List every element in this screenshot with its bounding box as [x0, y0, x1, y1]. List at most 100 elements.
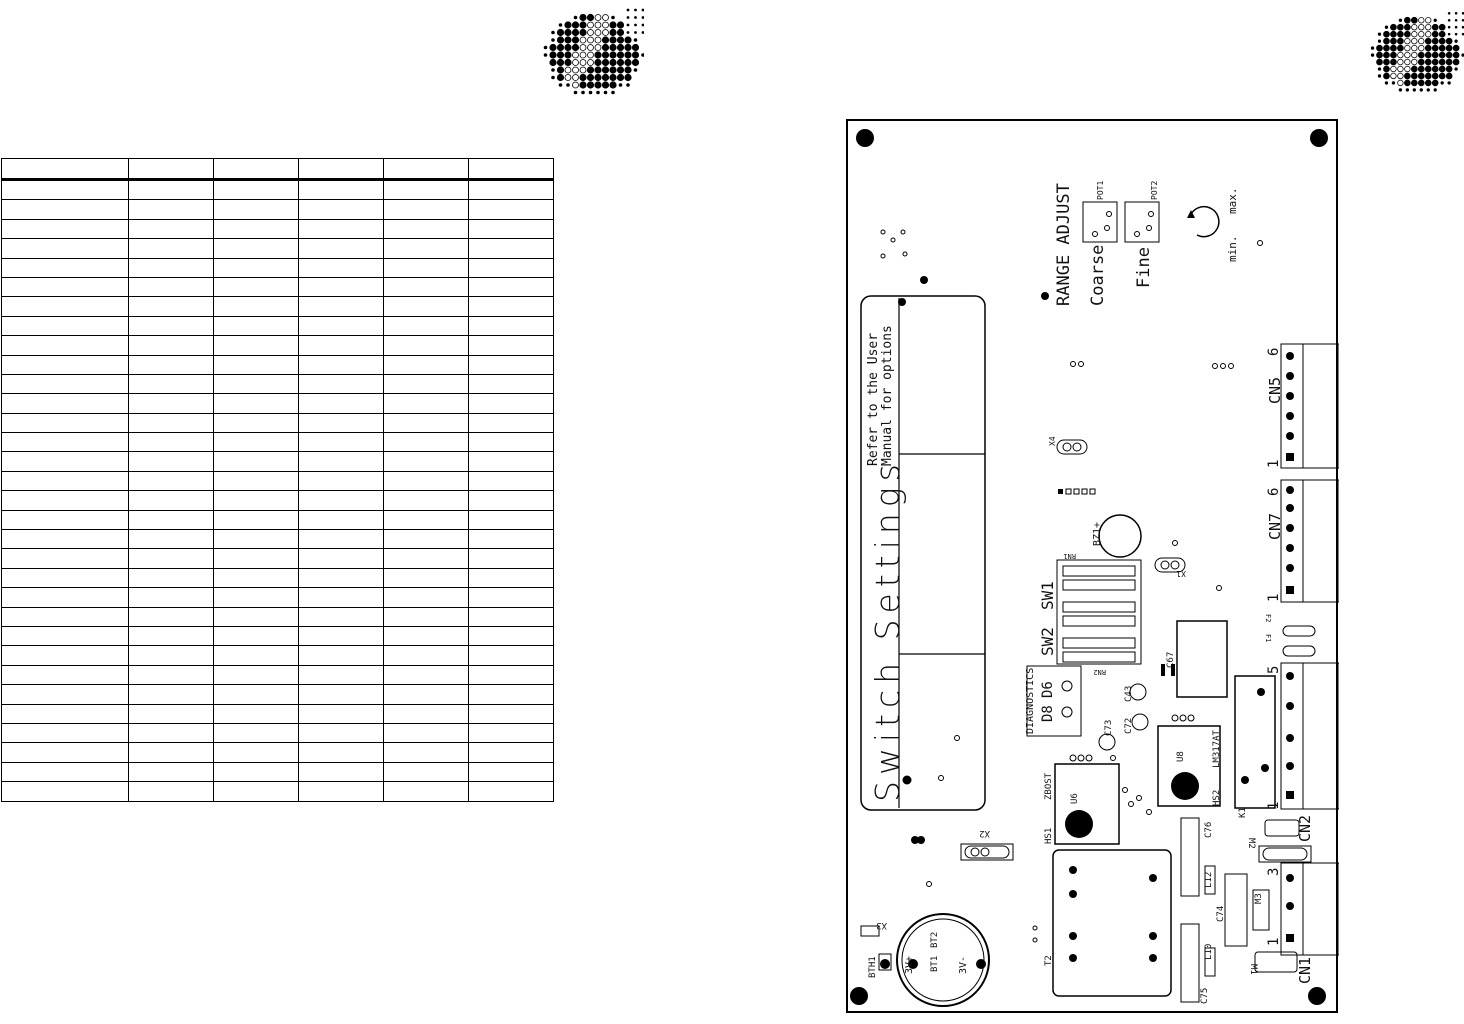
table-cell [1, 664, 129, 686]
table-cell [128, 315, 214, 337]
table-cell [468, 451, 554, 472]
table-cell [128, 722, 214, 744]
logo-dot [1376, 44, 1383, 52]
table-cell [213, 393, 299, 414]
logo-dot [586, 13, 595, 22]
table-cell [468, 625, 554, 647]
table-cell [383, 432, 469, 453]
table-cell [213, 703, 299, 724]
table-cell [1, 178, 129, 201]
logo-dot [1431, 44, 1439, 52]
table-row [1, 529, 554, 550]
logo-dot [594, 81, 602, 89]
logo-dot [564, 21, 572, 29]
logo-dot [1404, 16, 1411, 24]
cn7-pin1: 1 [1266, 593, 1282, 602]
table-row [1, 587, 554, 608]
logo-dot [579, 59, 587, 66]
table-cell [298, 509, 384, 531]
logo-dot [1454, 39, 1458, 43]
logo-dot [579, 73, 587, 82]
table-cell [298, 548, 384, 569]
table-cell [1, 567, 129, 589]
logo-dot [1417, 79, 1425, 87]
logo-dot [1447, 81, 1451, 85]
logo-dot [551, 38, 555, 42]
table-cell [213, 684, 299, 705]
logo-dot [551, 30, 555, 35]
logo-dot [1431, 72, 1439, 80]
logo-dot [1391, 81, 1396, 85]
logo-dot [631, 58, 640, 67]
table-cell [298, 432, 384, 453]
logo-dot [634, 16, 637, 19]
logo-dot [586, 81, 595, 89]
logo-dot [1445, 51, 1453, 59]
logo-dot [1397, 58, 1404, 66]
logo-dot [611, 15, 615, 20]
table-cell [383, 664, 469, 686]
table-cell [468, 490, 554, 511]
x4-label: X4 [1048, 436, 1057, 446]
table-cell [468, 257, 554, 278]
table-cell [128, 567, 214, 589]
table-cell [213, 432, 299, 453]
table-cell [1, 490, 129, 511]
table-cell [1, 373, 129, 395]
table-row [1, 625, 554, 647]
logo-dot [616, 43, 625, 52]
logo-dot [564, 74, 572, 81]
logo-dot [1419, 88, 1423, 92]
c67-label: C67 [1166, 651, 1176, 668]
logo-dot [1384, 25, 1389, 29]
logo-dot [1390, 51, 1397, 59]
table-cell [468, 664, 554, 686]
table-cell [213, 664, 299, 686]
table-row [1, 373, 554, 395]
logo-dot [571, 21, 580, 29]
logo-dot [1447, 11, 1451, 15]
x3-label: X3 [876, 920, 887, 930]
logo-dot [564, 58, 572, 67]
table-cell [298, 703, 384, 724]
table-cell [383, 548, 469, 569]
table-cell [1, 158, 129, 181]
table-cell [128, 529, 214, 550]
table-cell [468, 354, 554, 375]
lm317-label: LM317AT [1212, 730, 1222, 768]
logo-dot [594, 21, 602, 29]
logo-dot [609, 81, 617, 89]
max-label: max. [1226, 187, 1239, 215]
table-cell [1, 412, 129, 434]
logo-dot [624, 36, 632, 44]
table-cell [128, 645, 214, 666]
logo-dot [624, 43, 632, 52]
table-cell [383, 509, 469, 531]
table-cell [298, 335, 384, 356]
table-cell [468, 432, 554, 453]
logo-dot [579, 36, 587, 44]
table-cell [128, 742, 214, 763]
table-row [1, 315, 554, 337]
table-cell [383, 199, 469, 220]
table-cell [128, 158, 214, 181]
bt1-label: BT1 [930, 955, 940, 972]
logo-dot [1418, 24, 1425, 31]
table-cell [468, 238, 554, 259]
bt2-label: BT2 [930, 931, 940, 948]
logo-dot [624, 58, 632, 67]
logo-dot [1397, 23, 1404, 31]
company-logo-dots [543, 8, 644, 95]
refer-manual-line1: Refer to the User [866, 332, 881, 466]
cn2-pin5: 5 [1266, 665, 1282, 674]
logo-dot [556, 28, 565, 37]
logo-dot [1452, 51, 1460, 59]
table-cell [468, 393, 554, 414]
m1-label: M1 [1248, 964, 1258, 975]
table-row [1, 742, 554, 763]
logo-dot [1397, 44, 1404, 52]
logo-dot [573, 15, 578, 20]
logo-dot [579, 51, 587, 59]
table-cell [213, 296, 299, 317]
logo-dot [1417, 65, 1425, 73]
